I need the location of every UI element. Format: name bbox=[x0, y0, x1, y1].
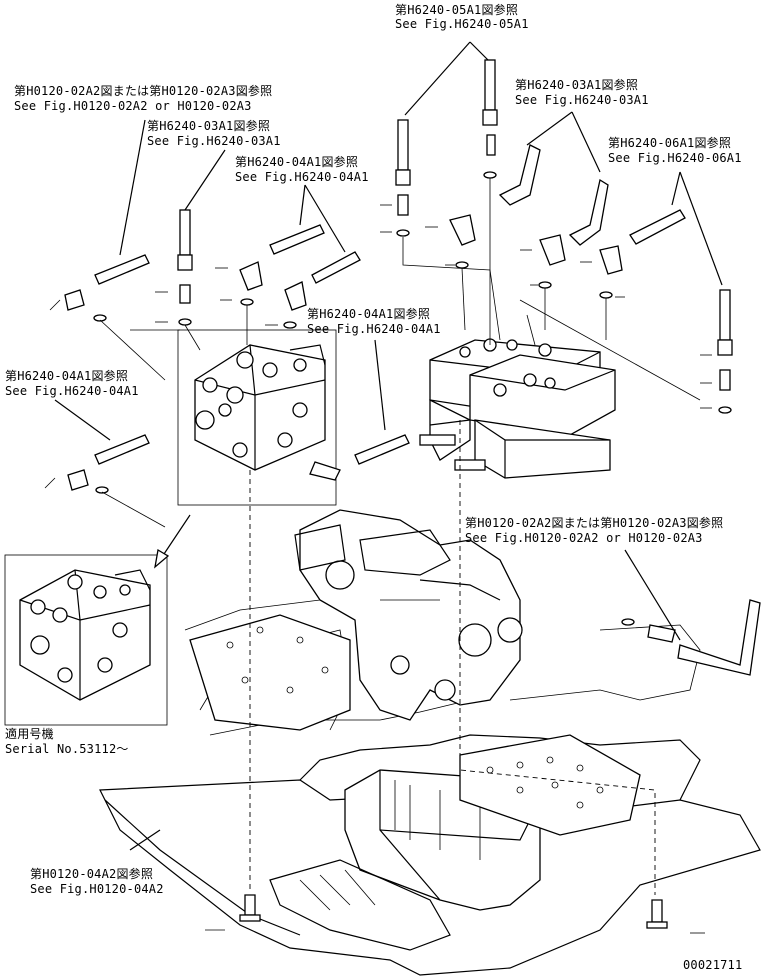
callout-h0120-04a2-en: See Fig.H0120-04A2 bbox=[30, 882, 164, 896]
callout-h6240-03a1-right-en: See Fig.H6240-03A1 bbox=[515, 93, 649, 107]
callout-ticks bbox=[155, 204, 712, 934]
inset-arrowhead bbox=[154, 548, 170, 569]
hose-fittings bbox=[64, 59, 761, 929]
callout-h0120-02a2-top-en: See Fig.H0120-02A2 or H0120-02A3 bbox=[14, 99, 252, 113]
callout-h6240-06a1-jp: 第H6240-06A1図参照 bbox=[608, 136, 732, 150]
callout-h6240-05a1-en: See Fig.H6240-05A1 bbox=[395, 17, 529, 31]
callout-h6240-04a1-mid-jp: 第H6240-04A1図参照 bbox=[307, 307, 431, 321]
left-bracket-plate bbox=[189, 614, 351, 731]
sub-valve-block bbox=[177, 329, 337, 506]
callout-h0120-04a2-jp: 第H0120-04A2図参照 bbox=[30, 867, 154, 881]
callout-h6240-05a1-jp: 第H6240-05A1図参照 bbox=[395, 3, 519, 17]
callout-h6240-03a1-left-en: See Fig.H6240-03A1 bbox=[147, 134, 281, 148]
solenoid-valve-stack bbox=[419, 338, 616, 479]
callout-h6240-04a1-left-en: See Fig.H6240-04A1 bbox=[5, 384, 139, 398]
callout-h0120-02a2-top-jp: 第H0120-02A2図または第H0120-02A3図参照 bbox=[14, 84, 273, 98]
callout-h0120-02a2-right-jp: 第H0120-02A2図または第H0120-02A3図参照 bbox=[465, 516, 724, 530]
callout-h6240-04a1-top-jp: 第H6240-04A1図参照 bbox=[235, 155, 359, 169]
callout-h6240-06a1-en: See Fig.H6240-06A1 bbox=[608, 151, 742, 165]
callout-h0120-02a2-right-en: See Fig.H0120-02A2 or H0120-02A3 bbox=[465, 531, 703, 545]
drawing-number: 00021711 bbox=[683, 958, 743, 972]
callout-h6240-04a1-mid-en: See Fig.H6240-04A1 bbox=[307, 322, 441, 336]
callout-h6240-04a1-left-jp: 第H6240-04A1図参照 bbox=[5, 369, 129, 383]
main-control-valve bbox=[294, 509, 523, 721]
leader-lines bbox=[44, 41, 723, 895]
detail-inset bbox=[4, 554, 168, 726]
inset-arrow bbox=[159, 514, 191, 561]
callout-h6240-04a1-top-en: See Fig.H6240-04A1 bbox=[235, 170, 369, 184]
serial-label-jp: 適用号機 bbox=[5, 727, 54, 741]
callout-h6240-03a1-left-jp: 第H6240-03A1図参照 bbox=[147, 119, 271, 133]
serial-number: Serial No.53112～ bbox=[5, 742, 129, 756]
callout-h6240-03a1-right-jp: 第H6240-03A1図参照 bbox=[515, 78, 639, 92]
